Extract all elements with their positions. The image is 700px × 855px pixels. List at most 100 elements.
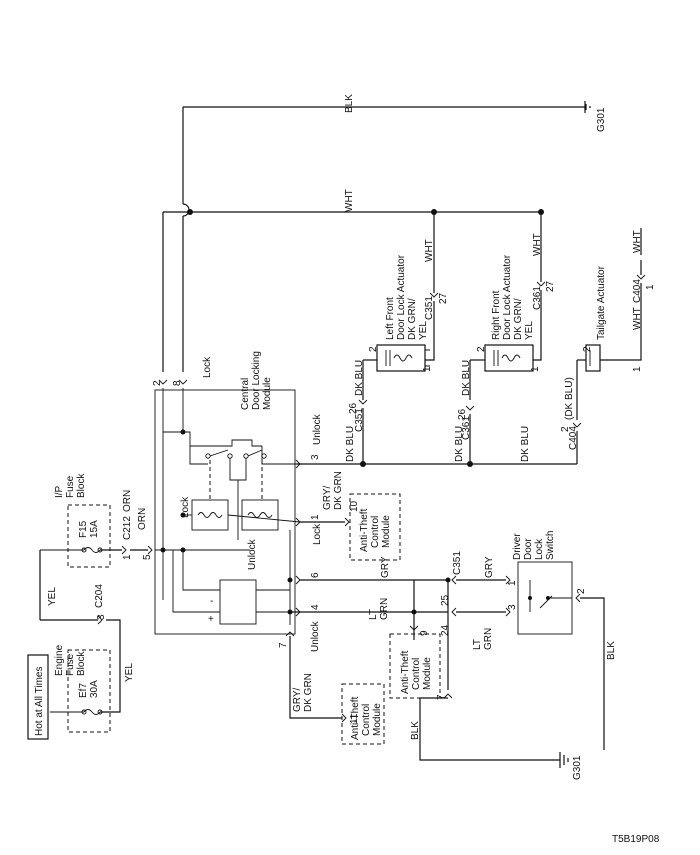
svg-text:LT: LT xyxy=(472,639,483,650)
right-front-actuator: Right Front Door Lock Actuator DK GRN/ Y… xyxy=(476,254,541,372)
ip-fuse-block: I/P Fuse Block F15 15A xyxy=(40,473,111,568)
svg-text:I/P: I/P xyxy=(54,485,65,498)
svg-text:Anti-Theft: Anti-Theft xyxy=(400,650,411,694)
svg-text:DK BLU: DK BLU xyxy=(454,426,465,462)
svg-text:Fuse: Fuse xyxy=(65,653,76,676)
svg-text:WHT: WHT xyxy=(632,307,643,330)
svg-text:ORN: ORN xyxy=(122,490,133,512)
svg-text:WHT: WHT xyxy=(632,230,643,253)
svg-text:C361: C361 xyxy=(461,416,472,440)
svg-text:Door Lock Actuator: Door Lock Actuator xyxy=(502,254,513,340)
driver-door-lock-switch: Driver Door Lock Switch xyxy=(512,531,573,635)
svg-text:DK BLU: DK BLU xyxy=(345,426,356,462)
svg-text:5: 5 xyxy=(142,554,153,560)
svg-text:1: 1 xyxy=(122,554,133,560)
anti-theft-module-2 xyxy=(389,633,441,699)
svg-text:-: - xyxy=(210,596,213,607)
svg-text:2: 2 xyxy=(476,346,487,352)
svg-text:DK BLU: DK BLU xyxy=(461,360,472,396)
svg-text:Engine: Engine xyxy=(54,644,65,676)
blk-label-top: BLK xyxy=(344,94,355,113)
svg-text:Door: Door xyxy=(523,538,534,560)
svg-text:27: 27 xyxy=(545,280,556,292)
svg-text:Module: Module xyxy=(372,703,383,736)
svg-text:1: 1 xyxy=(632,366,643,372)
svg-text:YEL: YEL xyxy=(124,663,135,682)
svg-text:3: 3 xyxy=(96,614,107,620)
svg-text:3: 3 xyxy=(310,454,321,460)
svg-text:DK GRN: DK GRN xyxy=(333,471,344,510)
svg-text:1: 1 xyxy=(530,366,541,372)
svg-text:DK BLU: DK BLU xyxy=(354,360,365,396)
central-door-locking-module: Central Door Locking Module Lock 2 8 Loc… xyxy=(152,351,301,635)
ground-g301-bottom: G301 xyxy=(559,752,583,780)
svg-text:Control: Control xyxy=(361,704,372,736)
svg-text:GRN: GRN xyxy=(483,628,494,650)
c351-label-left: C351 xyxy=(424,296,435,320)
svg-text:ORN: ORN xyxy=(137,508,148,530)
svg-text:Right Front: Right Front xyxy=(491,290,502,340)
svg-text:Ef7: Ef7 xyxy=(78,683,89,698)
svg-text:15A: 15A xyxy=(89,520,100,538)
svg-text:DK GRN/: DK GRN/ xyxy=(513,298,524,340)
svg-text:26: 26 xyxy=(457,408,468,420)
svg-text:25: 25 xyxy=(440,594,451,606)
svg-text:4: 4 xyxy=(310,604,321,610)
svg-text:1: 1 xyxy=(507,580,518,586)
svg-text:DK GRN/: DK GRN/ xyxy=(407,298,418,340)
svg-text:1: 1 xyxy=(645,284,656,290)
svg-text:9: 9 xyxy=(419,630,430,636)
ground-label-top: G301 xyxy=(596,107,607,132)
c361-label-right: C361 xyxy=(532,286,543,310)
svg-text:Central: Central xyxy=(240,378,251,410)
svg-text:DK GRN: DK GRN xyxy=(303,673,314,712)
c404-label-top: C404 xyxy=(632,279,643,303)
svg-text:DK BLU: DK BLU xyxy=(520,426,531,462)
svg-text:7: 7 xyxy=(436,694,447,700)
anti-theft-module-3 xyxy=(341,683,385,745)
svg-text:C204: C204 xyxy=(94,584,105,608)
svg-text:Module: Module xyxy=(381,515,392,548)
svg-text:YEL: YEL xyxy=(47,587,58,606)
svg-text:Lock: Lock xyxy=(180,496,191,518)
svg-text:Door Lock Actuator: Door Lock Actuator xyxy=(396,254,407,340)
svg-text:Switch: Switch xyxy=(545,531,556,560)
svg-text:Unlock: Unlock xyxy=(312,413,323,445)
svg-text:GRY: GRY xyxy=(380,556,391,578)
svg-text:8: 8 xyxy=(172,380,183,386)
svg-text:Block: Block xyxy=(76,473,87,498)
svg-text:10: 10 xyxy=(349,500,360,512)
svg-text:30A: 30A xyxy=(89,680,100,698)
ground-g301-top: G301 xyxy=(584,101,607,132)
svg-text:7: 7 xyxy=(278,642,289,648)
svg-text:2: 2 xyxy=(368,346,379,352)
svg-text:Module: Module xyxy=(422,657,433,690)
svg-text:GRY: GRY xyxy=(484,556,495,578)
svg-text:Lock: Lock xyxy=(312,523,323,545)
svg-text:GRN: GRN xyxy=(379,598,390,620)
tailgate-actuator: Tailgate Actuator 2 xyxy=(582,265,607,372)
svg-text:BLK: BLK xyxy=(606,641,617,660)
wht-label-bus: WHT xyxy=(344,189,355,212)
svg-text:Lock: Lock xyxy=(534,538,545,560)
svg-text:2: 2 xyxy=(560,426,571,432)
svg-text:1: 1 xyxy=(310,514,321,520)
svg-text:Control: Control xyxy=(370,516,381,548)
svg-text:2: 2 xyxy=(576,588,587,594)
svg-text:11: 11 xyxy=(349,713,360,724)
svg-text:24: 24 xyxy=(440,624,451,636)
svg-text:26: 26 xyxy=(348,402,359,414)
svg-text:G301: G301 xyxy=(572,755,583,780)
svg-text:27: 27 xyxy=(438,292,449,304)
svg-text:Fuse: Fuse xyxy=(65,475,76,498)
svg-text:LT: LT xyxy=(368,609,379,620)
svg-text:F15: F15 xyxy=(78,520,89,538)
svg-text:Unlock: Unlock xyxy=(247,538,258,570)
hot-at-all-times-box xyxy=(27,654,49,740)
svg-text:Driver: Driver xyxy=(512,533,523,560)
engine-fuse-block: Engine Fuse Block Ef7 30A xyxy=(50,644,111,733)
svg-text:Anti-Theft: Anti-Theft xyxy=(350,696,361,740)
svg-text:WHT: WHT xyxy=(532,233,543,256)
svg-text:Lock: Lock xyxy=(202,356,213,378)
